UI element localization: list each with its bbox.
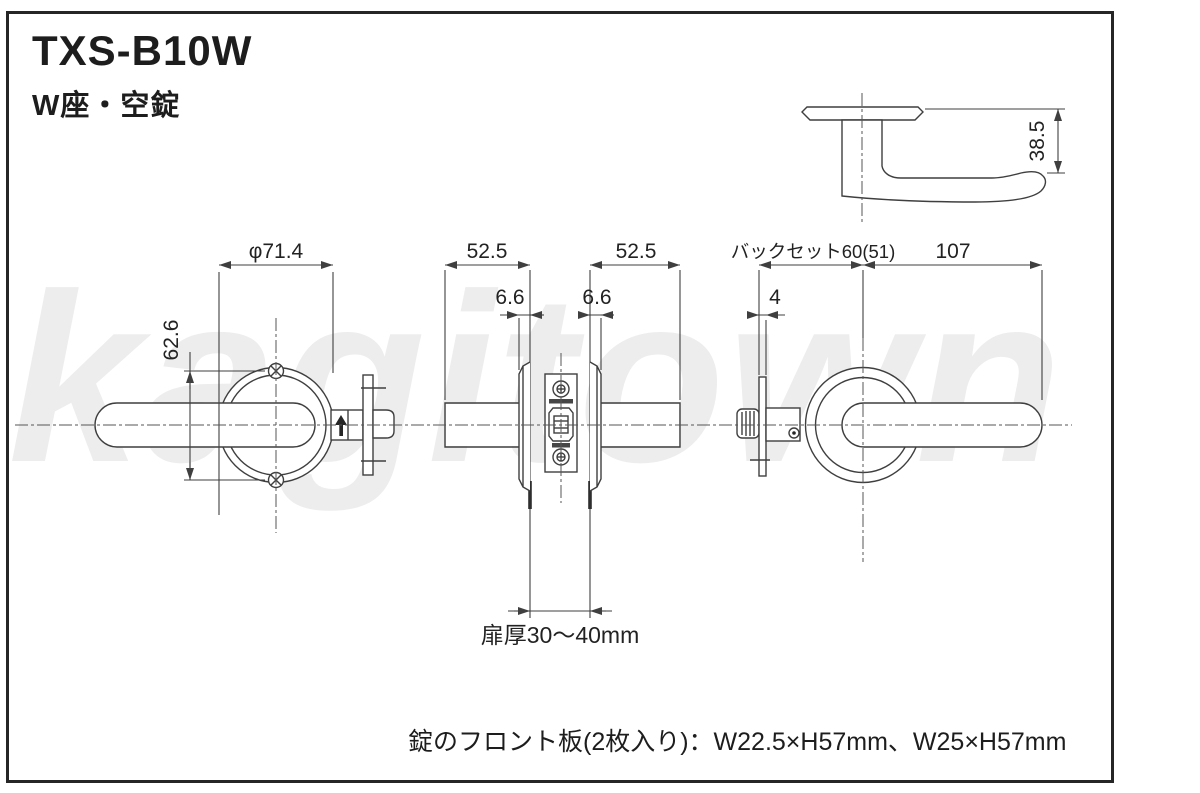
front-plate-footnote: 錠のフロント板(2枚入り)：W22.5×H57mm、W25×H57mm: [408, 728, 1067, 756]
title-block: TXS-B10W W座・空錠: [32, 30, 252, 124]
front-view-outside: バックセット60(51) 107 4: [731, 240, 1043, 484]
left-projection-label: 52.5: [467, 240, 508, 263]
faceplate-thickness-label: 4: [769, 286, 781, 309]
left-rose-depth-label: 6.6: [495, 286, 524, 309]
page-title: TXS-B10W: [32, 27, 253, 74]
latch-case-screw: [788, 427, 800, 439]
door-thickness-label: 扉厚30〜40mm: [481, 622, 639, 648]
backset-label: バックセット60(51): [731, 241, 895, 262]
rose-washer-right-section: [589, 361, 602, 492]
diameter-dimension-label: φ71.4: [249, 240, 304, 263]
lever-handle-outline: [94, 402, 316, 448]
latch-bolt-head: [736, 408, 760, 439]
side-profile-view: 38.5: [801, 106, 1065, 203]
spindle-nut: [372, 409, 395, 439]
rose-plate-profile: [801, 106, 924, 121]
page-subtitle: W座・空錠: [32, 90, 181, 122]
lever-profile-outline: [841, 119, 1047, 203]
cross-section-view: 52.5 52.5 6.6 6.6 扉厚30〜40mm: [444, 240, 681, 648]
centerlines: [15, 93, 1072, 562]
lever-length-label: 107: [935, 240, 970, 263]
rose-washer-left-section: [518, 361, 531, 492]
right-rose-depth-label: 6.6: [582, 286, 611, 309]
screw-pitch-dimension-label: 62.6: [160, 320, 183, 361]
front-view-inside: φ71.4 62.6: [94, 240, 395, 515]
right-projection-label: 52.5: [616, 240, 657, 263]
projection-height-label: 38.5: [1026, 121, 1049, 162]
latch-faceplate-edge: [758, 376, 767, 477]
